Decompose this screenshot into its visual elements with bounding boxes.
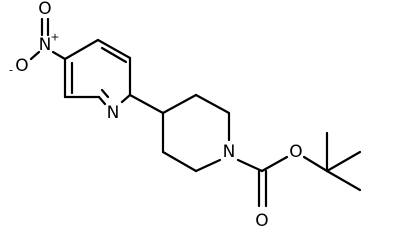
bond-pip-c3-c2 [194,93,231,115]
bond-n-c6 [97,95,107,106]
atom-label-layer: O - N + O N N O O [9,0,303,231]
bond-c4-c3 [96,38,132,60]
bond-c4-c3-inner [100,46,128,64]
atom-n-piperidine: N [223,142,236,162]
bond-pyridine-piperidine [128,93,165,115]
bond-tbu-methyl-right [325,150,362,173]
atom-o-carbonyl: O [255,211,268,231]
atom-o-minus: O [15,56,28,76]
bond-pip-c6-c5 [161,150,198,173]
bond-layer [29,17,362,208]
bond-tbu-methyl-down [325,169,362,192]
bond-pip-n-c6 [194,158,222,173]
bond-nitro-n-o-single [29,50,41,61]
atom-o-ester: O [289,142,302,162]
bond-n-carbonyl [236,158,264,173]
bond-c2-n [120,93,132,104]
atom-n-pyridine: N [107,103,120,123]
bond-n-c6-inner [100,88,110,99]
charge-plus: + [50,31,59,44]
bond-c5-c4 [63,38,100,61]
atom-o-top: O [38,0,51,19]
bond-carbonyl-ester-o [260,155,289,173]
bond-pip-c4-c3 [161,93,198,115]
bond-nitro-to-ring [51,50,67,61]
charge-minus: - [9,64,13,77]
bond-ester-o-tbu [302,155,329,173]
atom-n-nitro: N [39,35,52,55]
